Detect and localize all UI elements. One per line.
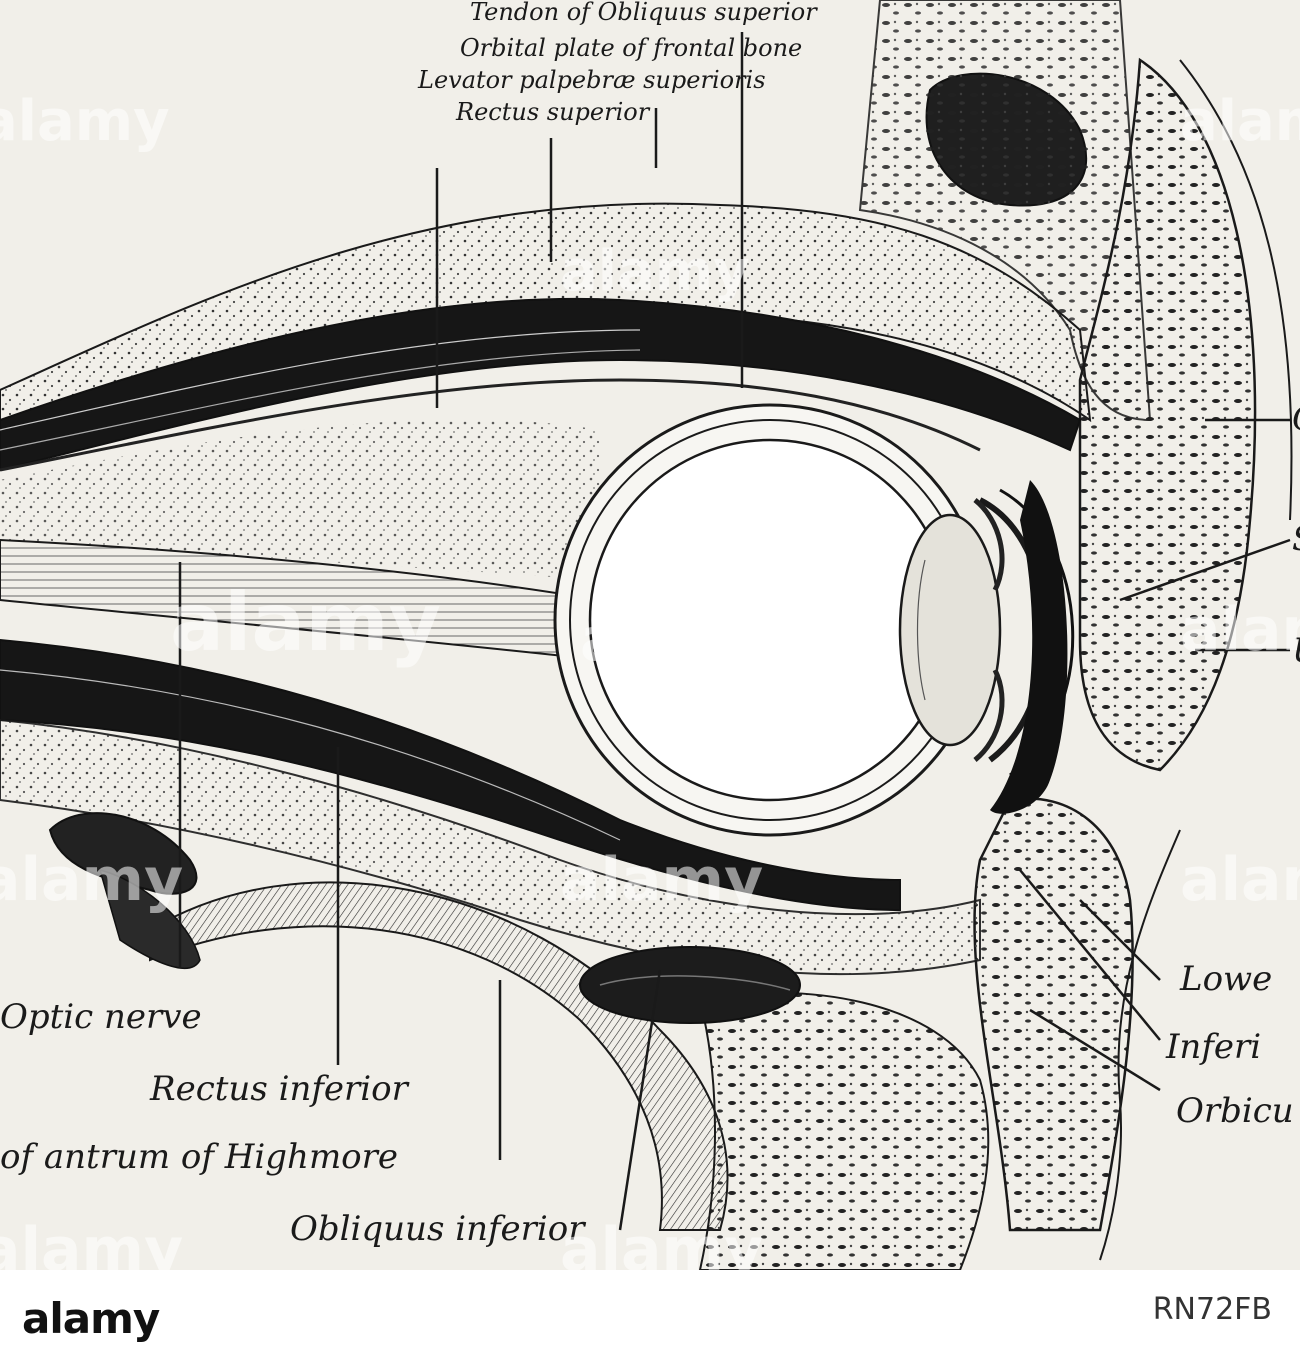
label-levator-palpebrae: Levator palpebræ superioris: [418, 66, 766, 94]
eye-orbit-drawing: [0, 0, 1293, 1270]
label-right-c: C: [1292, 402, 1300, 436]
label-right-u: U: [1292, 634, 1300, 668]
label-rectus-inferior: Rectus inferior: [150, 1069, 408, 1109]
label-orbicularis: Orbicu: [1176, 1091, 1294, 1131]
upper-eyelid: [1078, 57, 1257, 772]
lower-eyelid: [973, 797, 1134, 1232]
ciliary-body: [973, 498, 1005, 592]
label-optic-nerve: Optic nerve: [0, 997, 202, 1037]
label-inferior: Inferi: [1166, 1027, 1262, 1067]
obliquus-inferior-muscle: [579, 946, 801, 1024]
lower-left-structure: [48, 812, 198, 895]
conjunctival-sac: [990, 480, 1068, 814]
label-tendon-obliquus-superior: Tendon of Obliquus superior: [470, 0, 817, 26]
label-obliquus-inferior: Obliquus inferior: [290, 1209, 585, 1249]
rectus-inferior-muscle: [0, 638, 901, 912]
label-orbital-plate: Orbital plate of frontal bone: [460, 34, 803, 62]
orbit-section-illustration: Tendon of Obliquus superior Orbital plat…: [0, 0, 1300, 1270]
orbital-fat-upper: [0, 419, 600, 580]
footer-bar: alamy RN72FB: [0, 1270, 1300, 1363]
maxilla-bone: [698, 991, 990, 1270]
label-right-s: S: [1292, 522, 1300, 556]
label-rectus-superior: Rectus superior: [456, 98, 650, 126]
levator-rectus-superior-muscles: [0, 297, 1082, 472]
label-lower: Lowe: [1180, 959, 1273, 999]
lens: [898, 513, 1002, 747]
orbital-floor: [0, 718, 981, 976]
stock-id: RN72FB: [1152, 1292, 1272, 1327]
label-antrum: of antrum of Highmore: [0, 1137, 399, 1177]
eyeball-interior: [588, 438, 952, 802]
alamy-logo: alamy: [22, 1294, 160, 1343]
leader-lines: [178, 32, 1291, 1231]
